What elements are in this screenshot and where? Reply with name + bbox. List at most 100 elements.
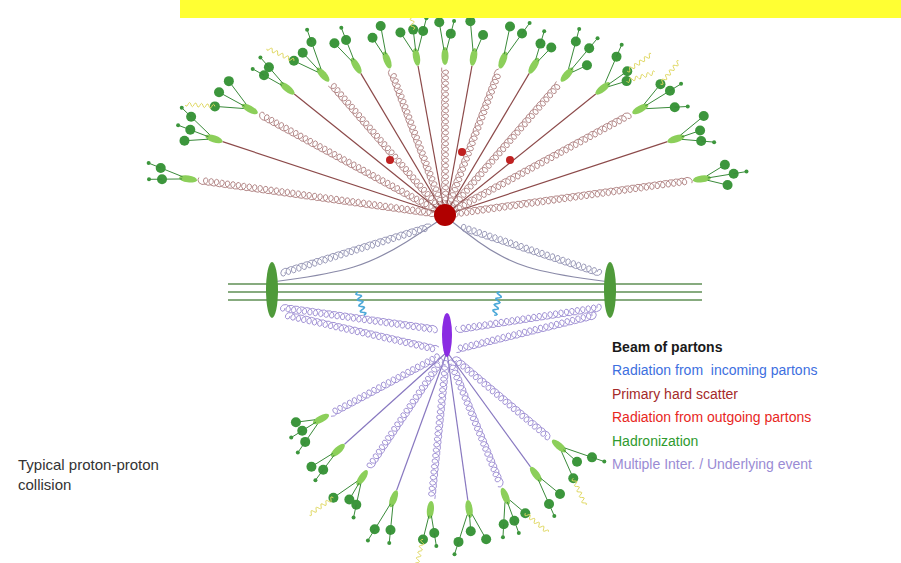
hadron-dot: [329, 38, 339, 48]
decay-dot: [296, 451, 300, 455]
decay-dot: [289, 436, 293, 440]
photon-line: [660, 61, 678, 85]
gluon-coil: [331, 354, 439, 416]
hadron-dot: [418, 26, 428, 36]
proton: [604, 262, 616, 318]
cluster-ellipse: [278, 80, 296, 97]
hadron-dot: [297, 426, 307, 436]
isr-mark: [356, 292, 366, 315]
decay-dot: [744, 170, 748, 174]
decay-dot: [452, 19, 456, 23]
cluster-ellipse: [411, 48, 421, 67]
legend-color: Beam of partons: [612, 339, 722, 355]
hadron-dot: [478, 30, 488, 40]
decay-dot: [366, 538, 370, 542]
decay-dot: [453, 552, 457, 556]
beam-line: [228, 283, 702, 284]
photon-line: [267, 48, 294, 61]
gluon-coil: [429, 361, 449, 499]
legend-text: Beam of partons: [612, 339, 722, 355]
decay-dot: [258, 55, 262, 59]
hadron-dot: [720, 160, 730, 170]
legend-color: Multiple Inter. / Underlying event: [612, 456, 812, 472]
cluster-ellipse: [329, 442, 347, 459]
hadron-dot: [571, 36, 581, 46]
decay-dot: [387, 541, 391, 545]
quark-line: [294, 94, 445, 215]
hadron-dot: [291, 417, 301, 427]
hadron-dot: [224, 76, 234, 86]
legend-color: Radiation from outgoing partons: [612, 409, 811, 425]
hadron-dot: [306, 462, 316, 472]
decay-dot: [501, 535, 505, 539]
cluster-ellipse: [594, 80, 612, 97]
hadron-dot: [723, 180, 733, 190]
legend-row: Hadronization: [612, 430, 817, 453]
hadron-dot: [298, 48, 308, 58]
decay-dot: [339, 26, 343, 30]
legend-row: Radiation from incoming partons: [612, 359, 817, 382]
decay-dot: [602, 460, 606, 464]
beam-line: [228, 299, 702, 300]
photon-line: [627, 71, 655, 83]
legend-row: Beam of partons: [612, 336, 817, 359]
radiation-vertex: [506, 156, 514, 164]
hadron-dot: [341, 35, 351, 45]
gluon-coil: [453, 177, 692, 217]
hadron-dot: [368, 33, 378, 43]
hadron-dot: [185, 125, 195, 135]
legend-text: Radiation from incoming partons: [612, 362, 817, 378]
decay-dot: [517, 531, 521, 535]
radiation-vertex: [458, 148, 466, 156]
secondary-interaction: [442, 313, 452, 357]
legend: Beam of partonsRadiation from incoming p…: [612, 336, 817, 476]
decay-dot: [251, 67, 255, 71]
underlying-gluon: [456, 312, 596, 353]
decay-dot: [679, 82, 683, 86]
hadron-dot: [535, 39, 545, 49]
cluster-ellipse: [666, 133, 685, 145]
hadron-dot: [179, 136, 189, 146]
decay-dot: [313, 478, 317, 482]
photon-line: [627, 53, 651, 72]
hard-scatter: [434, 204, 456, 226]
quark-line: [447, 352, 531, 467]
quark-line: [223, 142, 445, 215]
hadron-dot: [156, 163, 166, 173]
gluon-coil: [441, 68, 448, 207]
proton: [266, 262, 278, 318]
beam-line: [228, 291, 702, 292]
cluster-ellipse: [528, 465, 544, 484]
isr-mark: [493, 292, 501, 315]
hadron-dot: [289, 56, 299, 66]
decay-dot: [180, 106, 184, 110]
hadron-dot: [505, 21, 515, 31]
legend-text: Multiple Inter. / Underlying event: [612, 456, 812, 472]
incoming-gluon: [461, 224, 601, 275]
hadron-dot: [572, 457, 582, 467]
hadron-dot: [306, 37, 316, 47]
hadron-dot: [555, 489, 565, 499]
decay-dot: [352, 515, 356, 519]
hadron-dot: [395, 28, 405, 38]
hadron-dot: [429, 528, 439, 538]
decay-dot: [596, 36, 600, 40]
decay-dot: [528, 21, 532, 25]
gluon-coil: [450, 81, 560, 209]
radiation-vertex: [386, 156, 394, 164]
decay-dot: [176, 123, 180, 127]
gluon-coil: [260, 112, 439, 212]
gluon-coil: [388, 69, 444, 207]
photon-line: [525, 513, 549, 531]
photon-line: [310, 497, 334, 516]
decay-dot: [542, 29, 546, 33]
legend-color: Radiation from incoming partons: [612, 362, 817, 378]
decay-dot: [552, 514, 556, 518]
incoming-parton: [450, 220, 610, 282]
hadron-dot: [582, 60, 592, 70]
cluster-ellipse: [349, 56, 364, 75]
cluster-ellipse: [469, 48, 479, 67]
banner: [180, 0, 901, 18]
legend-text: Primary hard scatter: [612, 386, 738, 402]
cluster-ellipse: [693, 174, 712, 183]
